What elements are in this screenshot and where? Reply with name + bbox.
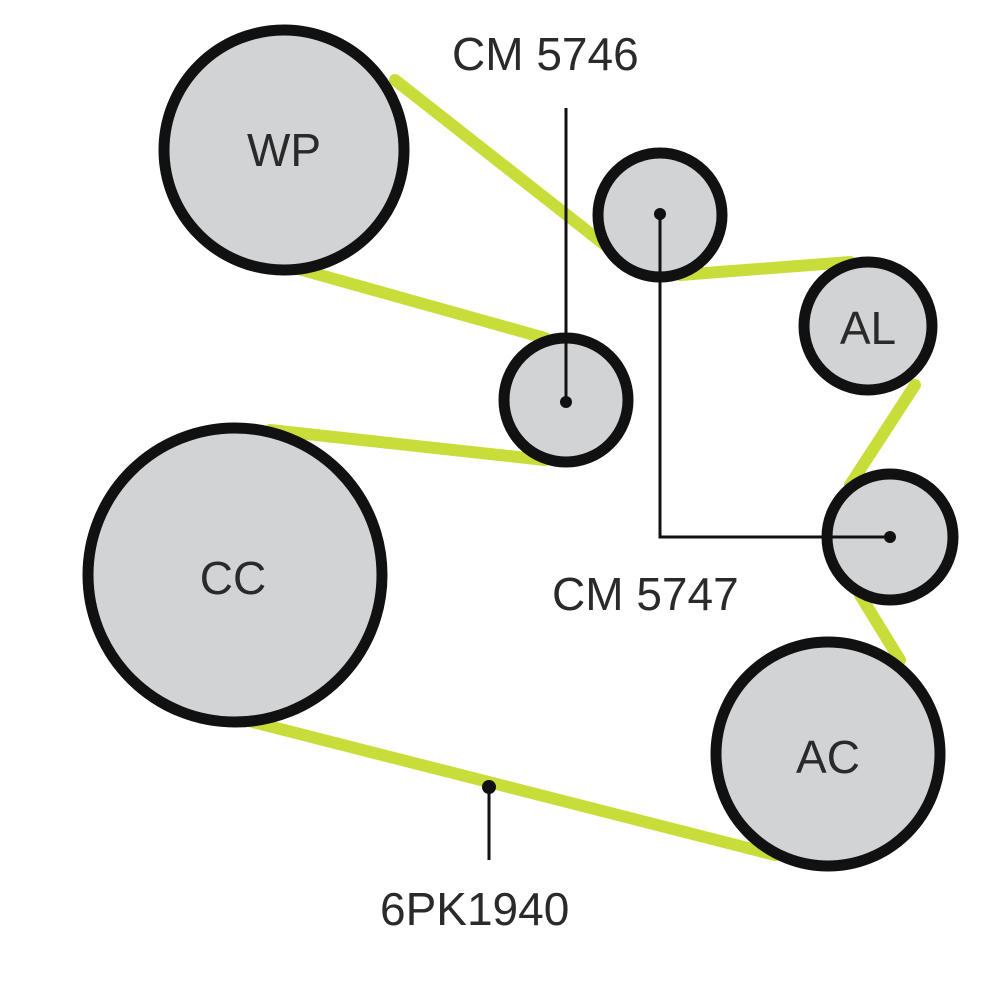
belt-marker-dot (482, 780, 496, 794)
pulley-al-disc (798, 256, 938, 396)
pulley-al-label: AL (840, 302, 896, 354)
hub-dot-middle-idler (560, 396, 572, 408)
belt-segment-wp-to-upper-idler (389, 74, 611, 251)
leader-line-tensioner-right (658, 215, 890, 539)
pulley-al: AL (798, 256, 938, 396)
pulley-cc-disc (82, 422, 388, 728)
belt-path (239, 74, 921, 861)
pulley-wp-label: WP (247, 124, 321, 176)
belt-segment-upper-idler-to-al (674, 256, 856, 281)
belt-segment-al-to-right-idler (844, 379, 921, 491)
part-label-belt: 6PK1940 (380, 883, 569, 935)
hub-dot-upper-idler (654, 208, 666, 220)
pulley-ac: AC (710, 636, 946, 872)
part-label-tensioner-right: CM 5747 (552, 568, 739, 620)
pulley-cc: CC (82, 422, 388, 728)
pulley-cc-label: CC (200, 552, 266, 604)
belt-segment-right-idler-to-ac (854, 589, 906, 666)
pulley-ac-label: AC (796, 731, 860, 783)
callout-tensioner-top: CM 5746 (452, 28, 639, 408)
pulley-ac-disc (710, 636, 946, 872)
hub-dot-right-idler (884, 531, 896, 543)
callout-tensioner-right: CM 5747 (552, 208, 896, 620)
belt-segment-cc-to-middle-idler (264, 424, 551, 466)
part-label-tensioner-top: CM 5746 (452, 28, 639, 80)
pulley-wp: WP (158, 24, 410, 276)
belt-segment-ac-to-cc (239, 714, 781, 861)
pulley-wp-disc (158, 24, 410, 276)
callout-belt: 6PK1940 (380, 780, 569, 935)
belt-segment-middle-idler-to-wp (289, 262, 551, 344)
